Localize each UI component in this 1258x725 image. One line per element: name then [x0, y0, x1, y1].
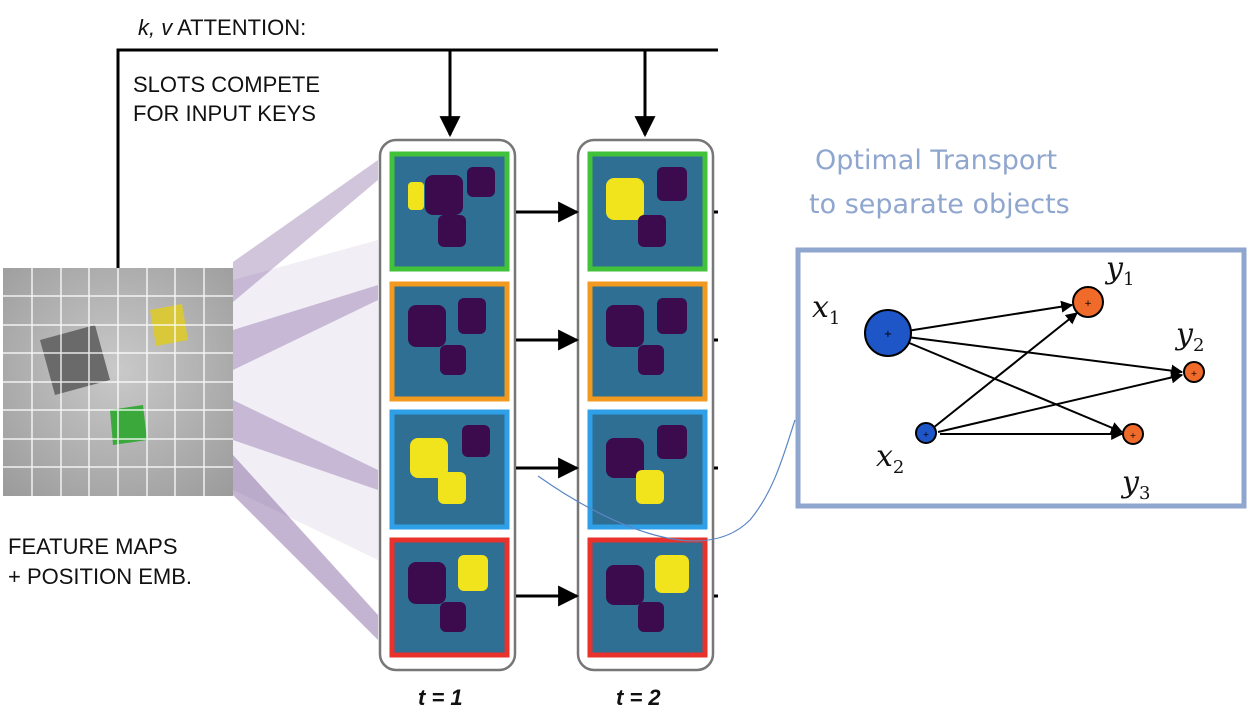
node-y2: + [1183, 361, 1205, 383]
attention-kv: k, v [138, 15, 173, 40]
slots-note-line-1: SLOTS COMPETE [133, 72, 321, 97]
label-x2-base: x [876, 439, 893, 474]
attention-wiring [116, 48, 718, 268]
attention-title: k, v ATTENTION: [138, 14, 306, 41]
position-grid [3, 268, 233, 496]
node-y3: + [1122, 423, 1144, 445]
slot-mask-t1-s2 [389, 281, 510, 402]
svg-text:+: + [884, 329, 892, 340]
svg-text:+: + [1084, 299, 1092, 309]
slot-mask-t2-s1 [587, 151, 708, 272]
node-x2: + [915, 422, 937, 444]
slot-mask-t2-s3 [587, 409, 708, 530]
callout-connector [537, 419, 796, 542]
label-x2: x2 [876, 440, 904, 485]
feature-map-image [3, 268, 233, 496]
label-y3-sub: 3 [1138, 483, 1151, 504]
slot-mask-t2-s2 [587, 281, 708, 402]
label-y2-base: y [1176, 317, 1193, 352]
optimal-transport-box [795, 247, 1247, 509]
node-y1: + [1072, 286, 1104, 318]
time-label-t2: t = 2 [616, 685, 661, 710]
transport-edges [906, 300, 1184, 440]
slot-mask-t2-s4 [587, 537, 708, 658]
label-x1-sub: 1 [828, 308, 841, 329]
label-y1-sub: 1 [1122, 269, 1135, 290]
attention-title-rest: ATTENTION: [172, 15, 307, 40]
slot-mask-t1-s3 [389, 409, 510, 530]
svg-text:+: + [923, 430, 930, 439]
label-x2-sub: 2 [892, 457, 905, 478]
time-label-t1: t = 1 [418, 685, 463, 710]
label-y1: y1 [1106, 252, 1134, 297]
gray-cube [40, 325, 110, 395]
slots-note-line-2: FOR INPUT KEYS [133, 101, 316, 126]
label-y2: y2 [1176, 318, 1204, 363]
attention-fan [233, 160, 378, 640]
label-y3-base: y [1122, 465, 1139, 500]
label-y2-sub: 2 [1192, 335, 1205, 356]
feature-label-line-2: + POSITION EMB. [8, 564, 192, 589]
label-y3: y3 [1122, 466, 1150, 511]
label-y1-base: y [1106, 251, 1123, 286]
ot-title-line-2: to separate objects [809, 189, 1070, 220]
slot-mask-t1-s1 [389, 151, 510, 272]
label-x1-base: x [812, 290, 829, 325]
slot-update-arrows [516, 201, 718, 607]
slot-mask-t1-s4 [389, 537, 510, 658]
feature-label-line-1: FEATURE MAPS [8, 534, 178, 559]
node-x1: + [864, 309, 912, 357]
svg-text:+: + [1130, 431, 1137, 440]
label-x1: x1 [812, 291, 840, 336]
svg-text:+: + [1191, 369, 1198, 378]
green-cube [110, 405, 147, 445]
ot-title-line-1: Optimal Transport [815, 145, 1058, 176]
